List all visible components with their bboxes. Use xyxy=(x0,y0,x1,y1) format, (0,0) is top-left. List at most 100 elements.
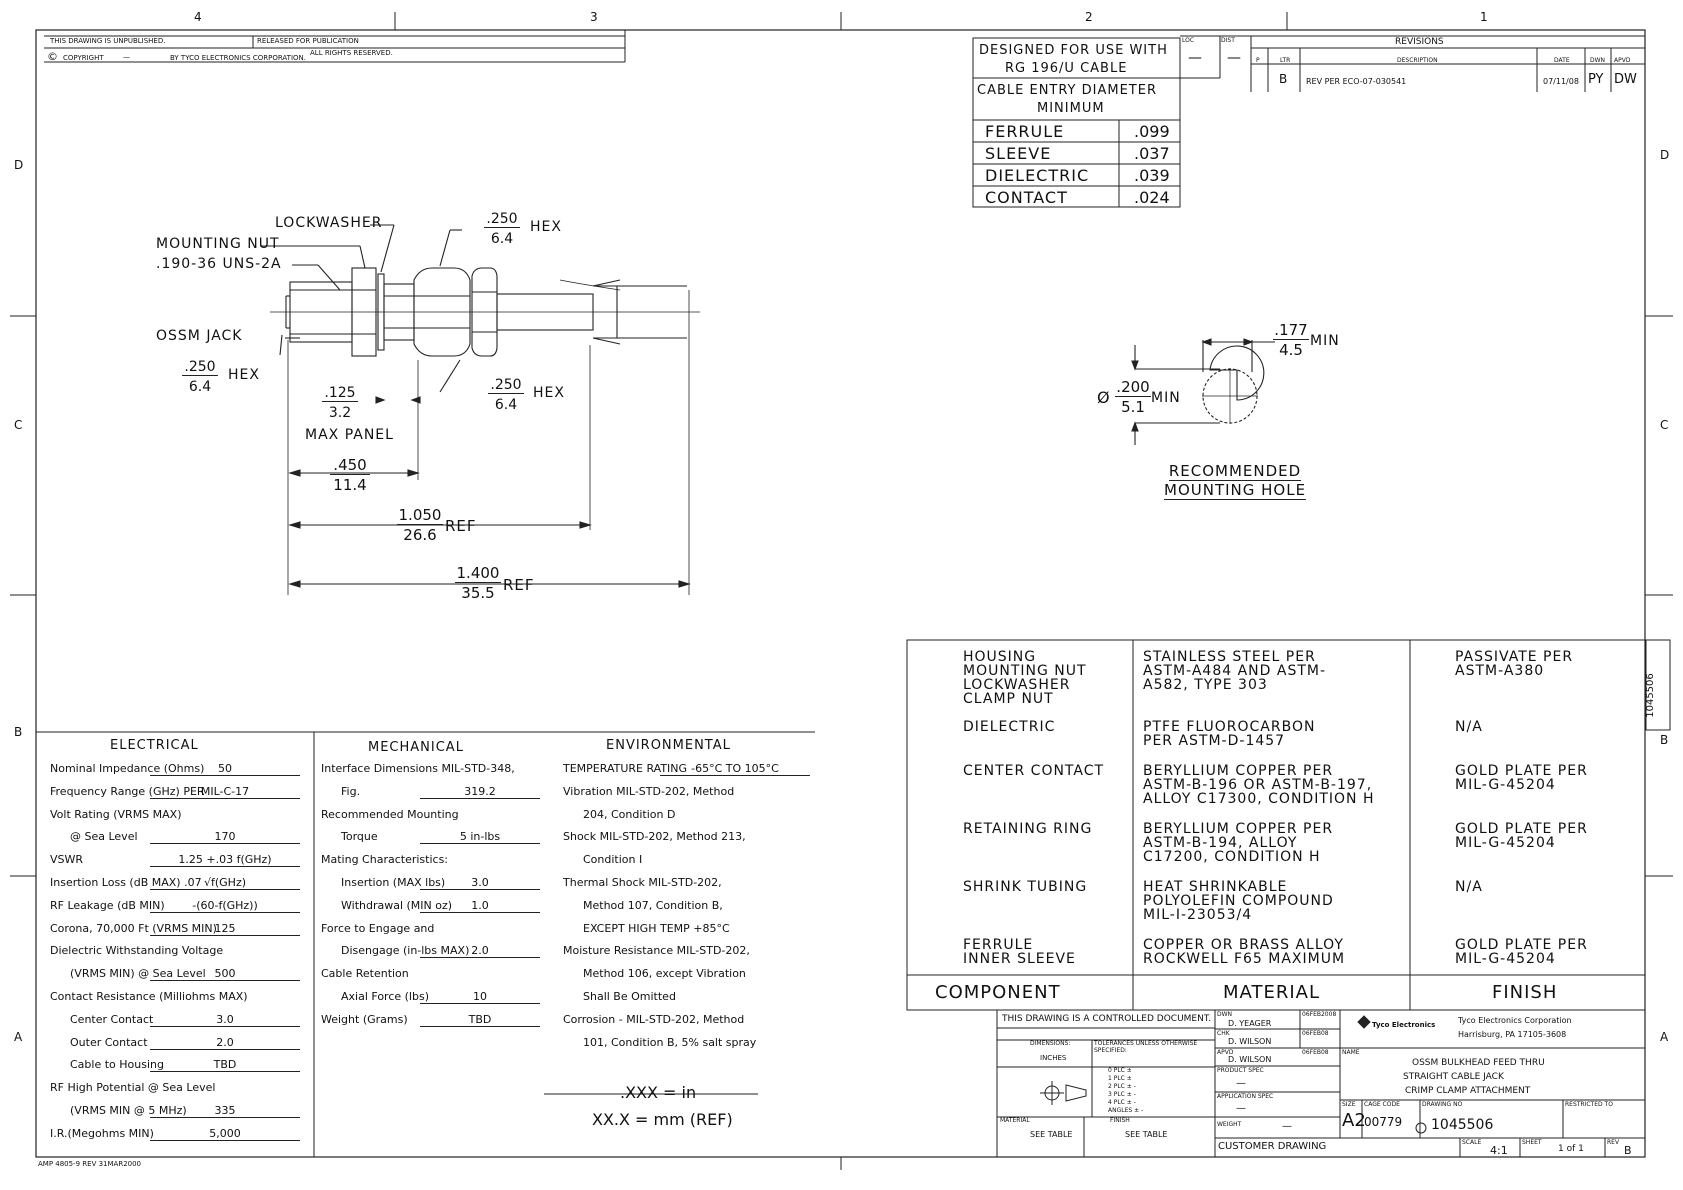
tb-name-label: NAME xyxy=(1342,1049,1360,1056)
dim-1400: 1.400 35.5 xyxy=(455,563,501,602)
rights-reserved: ALL RIGHTS RESERVED. xyxy=(310,49,393,57)
electrical-spec-value: TBD xyxy=(150,1058,300,1073)
mounting-hole-view xyxy=(1131,338,1275,445)
mat-finish: N/A xyxy=(1455,879,1483,895)
tb-weight-value: — xyxy=(1282,1121,1292,1132)
tb-scale-label: SCALE xyxy=(1462,1139,1482,1146)
mat-material: STAINLESS STEEL PER ASTM-A484 AND ASTM- … xyxy=(1143,649,1327,693)
electrical-spec-label: (VRMS MIN @ 5 MHz) xyxy=(70,1104,187,1117)
tb-rev-label: REV xyxy=(1607,1139,1620,1146)
dim-1050-mm: 26.6 xyxy=(403,526,437,544)
dim-hex-left-label: HEX xyxy=(228,367,260,383)
tolerance-row: 3 PLC ± - xyxy=(1108,1091,1136,1098)
copyright-corp: BY TYCO ELECTRONICS CORPORATION. xyxy=(170,54,306,62)
mat-component: RETAINING RING xyxy=(963,821,1093,837)
electrical-spec-value: √f(GHz) xyxy=(150,876,300,890)
zone-right-a: A xyxy=(1660,1030,1669,1044)
tb-chk-date: 06FEB08 xyxy=(1302,1030,1329,1037)
rev-date-label: DATE xyxy=(1554,57,1570,64)
mechanical-spec-label: Weight (Grams) xyxy=(321,1012,408,1026)
hole-width: .177 4.5 xyxy=(1273,320,1309,359)
mat-material: BERYLLIUM COPPER PER ASTM-B-194, ALLOY C… xyxy=(1143,821,1334,865)
tb-material-label: MATERIAL xyxy=(1000,1117,1030,1124)
zone-left-d: D xyxy=(14,158,24,172)
tb-scale: 4:1 xyxy=(1490,1144,1508,1157)
cable-row-value: .099 xyxy=(1134,122,1170,141)
mat-finish: GOLD PLATE PER MIL-G-45204 xyxy=(1455,763,1588,793)
rev-dwn-label: DWN xyxy=(1590,57,1606,64)
environmental-spec-label: 204, Condition D xyxy=(583,807,676,821)
zone-top-4: 4 xyxy=(194,10,202,24)
rev-loc-value: — xyxy=(1188,50,1202,66)
mechanical-spec-label: Recommended Mounting xyxy=(321,807,459,821)
rev-apvd: DW xyxy=(1614,72,1637,87)
hole-caption-2: MOUNTING HOLE xyxy=(1164,481,1307,500)
mechanical-spec-value: 319.2 xyxy=(420,785,540,799)
electrical-title: ELECTRICAL xyxy=(110,738,199,753)
electrical-spec-label: Nominal Impedance (Ohms) xyxy=(50,762,205,775)
electrical-spec-label: Center Contact xyxy=(70,1012,154,1026)
electrical-spec-label: Frequency Range (GHz) PER xyxy=(50,784,205,798)
hole-dia-min: MIN xyxy=(1151,390,1181,406)
copyright-symbol: © xyxy=(47,50,58,63)
tb-name-1: OSSM BULKHEAD FEED THRU xyxy=(1412,1058,1545,1068)
zone-top-1: 1 xyxy=(1480,10,1488,24)
electrical-spec-value: 170 xyxy=(150,830,300,845)
label-thread: .190-36 UNS-2A xyxy=(156,256,282,272)
mechanical-spec-label: Force to Engage and xyxy=(321,921,435,935)
zone-right-b: B xyxy=(1660,733,1669,747)
revisions-grid xyxy=(1180,35,1645,92)
environmental-title: ENVIRONMENTAL xyxy=(606,738,731,753)
dim-hex-top-label: HEX xyxy=(530,219,562,235)
electrical-spec-value: 335 xyxy=(150,1104,300,1118)
cable-row-name: CONTACT xyxy=(985,188,1068,207)
mechanical-spec-label: Torque xyxy=(341,830,378,844)
zone-right-c: C xyxy=(1660,418,1669,432)
mechanical-spec-label: Mating Characteristics: xyxy=(321,853,448,867)
environmental-spec-label: Condition I xyxy=(583,853,643,867)
mat-finish: N/A xyxy=(1455,719,1483,735)
zone-left-a: A xyxy=(14,1030,23,1044)
tb-cage-label: CAGE CODE xyxy=(1364,1101,1400,1108)
tb-dwg-no: 1045506 xyxy=(1431,1117,1494,1133)
cable-row-value: .024 xyxy=(1134,188,1170,207)
electrical-spec-label: RF Leakage (dB MIN) xyxy=(50,898,165,912)
rev-dist-value: — xyxy=(1227,50,1241,66)
tb-app-spec-value: — xyxy=(1236,1103,1246,1114)
tb-controlled: THIS DRAWING IS A CONTROLLED DOCUMENT. xyxy=(1002,1014,1212,1024)
tb-finish-value: SEE TABLE xyxy=(1125,1130,1168,1139)
unpublished-note: THIS DRAWING IS UNPUBLISHED. xyxy=(50,37,166,45)
dim-1050-ref: REF xyxy=(445,517,477,535)
zone-left-b: B xyxy=(14,725,23,739)
environmental-spec-value: -65°C TO 105°C xyxy=(660,762,810,776)
rev-desc: REV PER ECO-07-030541 xyxy=(1306,77,1407,86)
electrical-spec-value: 1.25 +.03 f(GHz) xyxy=(150,853,300,868)
tolerance-row: 0 PLC ± xyxy=(1108,1067,1132,1074)
header-box xyxy=(44,30,626,63)
header-component: COMPONENT xyxy=(935,982,1061,1003)
tb-size-label: SIZE xyxy=(1342,1101,1356,1108)
tb-app-spec-label: APPLICATION SPEC xyxy=(1217,1093,1274,1100)
environmental-spec-label: Vibration MIL-STD-202, Method xyxy=(563,784,735,798)
cable-type: RG 196/U CABLE xyxy=(1005,61,1128,76)
dim-hex-right-label: HEX xyxy=(533,385,565,401)
cable-row-value: .037 xyxy=(1134,144,1170,163)
mat-material: COPPER OR BRASS ALLOY ROCKWELL F65 MAXIM… xyxy=(1143,937,1346,967)
cable-row-value: .039 xyxy=(1134,166,1170,185)
cable-table-grid xyxy=(972,37,1181,208)
environmental-spec-label: Method 106, except Vibration xyxy=(583,967,746,981)
electrical-spec-label: VSWR xyxy=(50,853,84,867)
electrical-spec-label: RF High Potential @ Sea Level xyxy=(50,1081,216,1095)
dim-1050: 1.050 26.6 xyxy=(397,505,443,544)
hole-dia: .200 5.1 xyxy=(1115,377,1151,416)
mechanical-spec-label: Interface Dimensions MIL-STD-348, xyxy=(321,762,515,775)
zone-top-3: 3 xyxy=(590,10,598,24)
cable-row-name: FERRULE xyxy=(985,122,1065,141)
tb-dwn-date: 06FEB2008 xyxy=(1302,1011,1337,1018)
mechanical-spec-value: TBD xyxy=(420,1013,540,1027)
spec-table-grid xyxy=(36,731,815,1157)
dim-hex-right-mm: 6.4 xyxy=(494,397,518,413)
electrical-spec-value: 5,000 xyxy=(150,1127,300,1141)
tb-finish-label: FINISH xyxy=(1110,1117,1130,1124)
electrical-spec-label: Corona, 70,000 Ft (VRMS MIN) xyxy=(50,921,217,935)
